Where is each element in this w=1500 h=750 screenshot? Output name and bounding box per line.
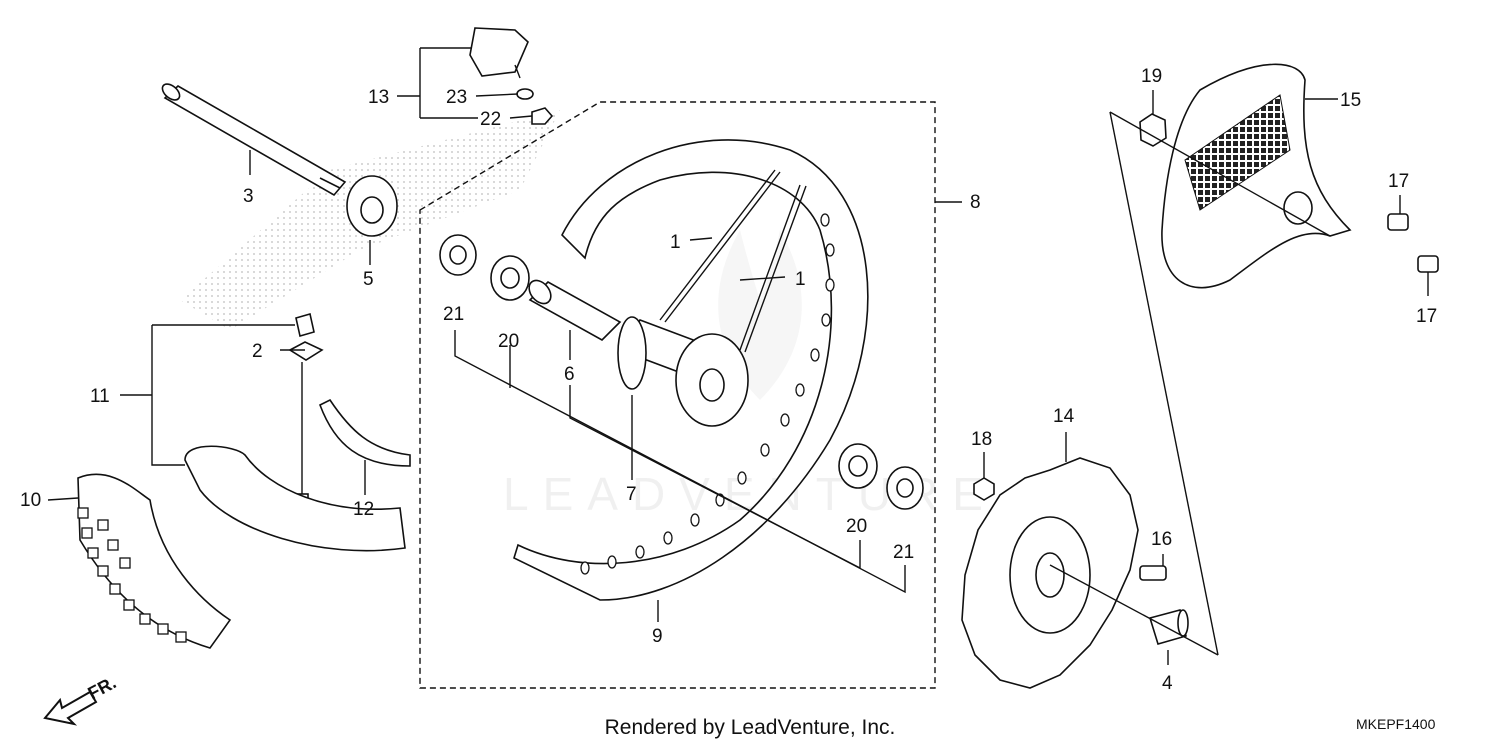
disc-bolt <box>1139 565 1167 581</box>
callout-2: 2 <box>252 341 263 362</box>
callout-17-lower: 17 <box>1416 306 1437 327</box>
bearing-left <box>490 255 530 301</box>
callout-12: 12 <box>353 499 374 520</box>
callout-17-upper: 17 <box>1388 171 1409 192</box>
callout-6: 6 <box>564 364 575 385</box>
callout-21-left: 21 <box>443 304 464 325</box>
dust-seal-left <box>439 234 477 276</box>
callout-21-right: 21 <box>893 542 914 563</box>
axle <box>161 83 347 197</box>
axle-collar <box>346 175 398 237</box>
callout-10: 10 <box>20 490 41 511</box>
callout-labels: 1 1 2 3 4 5 6 7 8 9 10 11 12 13 14 15 16… <box>20 66 1437 694</box>
callout-20-right: 20 <box>846 516 867 537</box>
rim-lock-set <box>469 27 554 125</box>
tire <box>77 473 232 649</box>
callout-16: 16 <box>1151 529 1172 550</box>
callout-5: 5 <box>363 269 374 290</box>
callout-11: 11 <box>90 386 110 407</box>
cover-collar <box>1139 113 1167 147</box>
wheel-assembly-frame <box>419 101 936 689</box>
rim <box>513 139 869 601</box>
brake-disc <box>961 457 1139 689</box>
callout-9: 9 <box>652 626 663 647</box>
callout-22: 22 <box>480 109 501 130</box>
callout-4: 4 <box>1162 673 1173 694</box>
inner-tube <box>184 445 406 552</box>
bearing-right <box>838 443 878 489</box>
cover-bolt-lower <box>1417 255 1439 273</box>
render-credit: Rendered by LeadVenture, Inc. <box>604 716 896 739</box>
spokes <box>659 169 807 353</box>
disc-nut <box>973 477 995 501</box>
callout-13: 13 <box>368 87 389 108</box>
disc-collar <box>1148 609 1189 645</box>
callout-7: 7 <box>626 484 637 505</box>
leader-lines <box>47 47 1429 665</box>
valve <box>288 312 324 509</box>
callout-14: 14 <box>1053 406 1075 427</box>
callout-8: 8 <box>970 192 981 213</box>
callout-3: 3 <box>243 186 254 207</box>
callout-19: 19 <box>1141 66 1162 87</box>
callout-20-left: 20 <box>498 331 519 352</box>
cover-bolt-upper <box>1387 213 1409 231</box>
callout-15: 15 <box>1340 90 1361 111</box>
callout-18: 18 <box>971 429 992 450</box>
disc-cover <box>1161 63 1352 289</box>
rim-band <box>318 398 411 467</box>
callout-23: 23 <box>446 87 467 108</box>
callout-1-lower: 1 <box>795 269 806 290</box>
callout-1-upper: 1 <box>670 232 681 253</box>
diagram-code: MKEPF1400 <box>1356 716 1436 732</box>
hub-spacer <box>528 279 622 341</box>
hub <box>617 316 749 427</box>
dust-seal-right <box>886 466 924 510</box>
